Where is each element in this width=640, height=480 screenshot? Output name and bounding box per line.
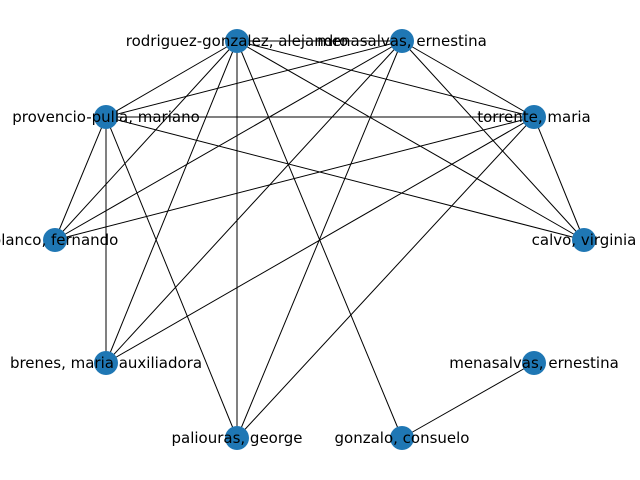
labels-layer: rodriguez-gonzalez, alejandromenasalvas,…	[0, 32, 636, 447]
edge-rodriguez-provencio	[105, 40, 238, 118]
edge-torrente-brenes	[105, 116, 535, 364]
node-paliouras	[225, 426, 249, 450]
node-rodriguez	[225, 29, 249, 53]
edge-rodriguez-blanco	[54, 40, 238, 241]
edge-provencio-paliouras	[105, 116, 238, 439]
node-label-rodriguez: rodriguez-gonzalez, alejandro	[126, 32, 348, 50]
node-label-paliouras: paliouras, george	[171, 429, 302, 447]
node-label-torrente: torrente, maria	[477, 108, 591, 126]
node-label-blanco: blanco, fernando	[0, 231, 118, 249]
edge-provencio-blanco	[54, 116, 107, 241]
edges-layer	[54, 40, 585, 439]
edge-torrente-paliouras	[236, 116, 535, 439]
node-menasalvas_right	[522, 351, 546, 375]
node-gonzalo	[390, 426, 414, 450]
edge-provencio-calvo	[105, 116, 585, 241]
node-menasalvas_top	[390, 29, 414, 53]
node-label-menasalvas_top: menasalvas, ernestina	[317, 32, 487, 50]
node-torrente	[522, 105, 546, 129]
node-provencio	[94, 105, 118, 129]
node-blanco	[43, 228, 67, 252]
edge-torrente-blanco	[54, 116, 535, 241]
edge-rodriguez-torrente	[236, 40, 535, 118]
node-label-menasalvas_right: menasalvas, ernestina	[449, 354, 619, 372]
node-brenes	[94, 351, 118, 375]
node-label-brenes: brenes, maria auxiliadora	[10, 354, 202, 372]
edge-menasalvas_right-gonzalo	[401, 362, 535, 439]
edge-rodriguez-calvo	[236, 40, 585, 241]
edge-menasalvas_top-blanco	[54, 40, 403, 241]
node-label-gonzalo: gonzalo, consuelo	[335, 429, 470, 447]
node-calvo	[572, 228, 596, 252]
edge-menasalvas_top-brenes	[105, 40, 403, 364]
edge-menasalvas_top-torrente	[401, 40, 535, 118]
edge-rodriguez-brenes	[105, 40, 238, 364]
node-label-provencio: provencio-pulla, mariano	[12, 108, 200, 126]
edge-torrente-calvo	[533, 116, 585, 241]
node-label-calvo: calvo, virginia	[532, 231, 637, 249]
nodes-layer	[43, 29, 596, 450]
edge-menasalvas_top-paliouras	[236, 40, 403, 439]
edge-menasalvas_top-provencio	[105, 40, 403, 118]
